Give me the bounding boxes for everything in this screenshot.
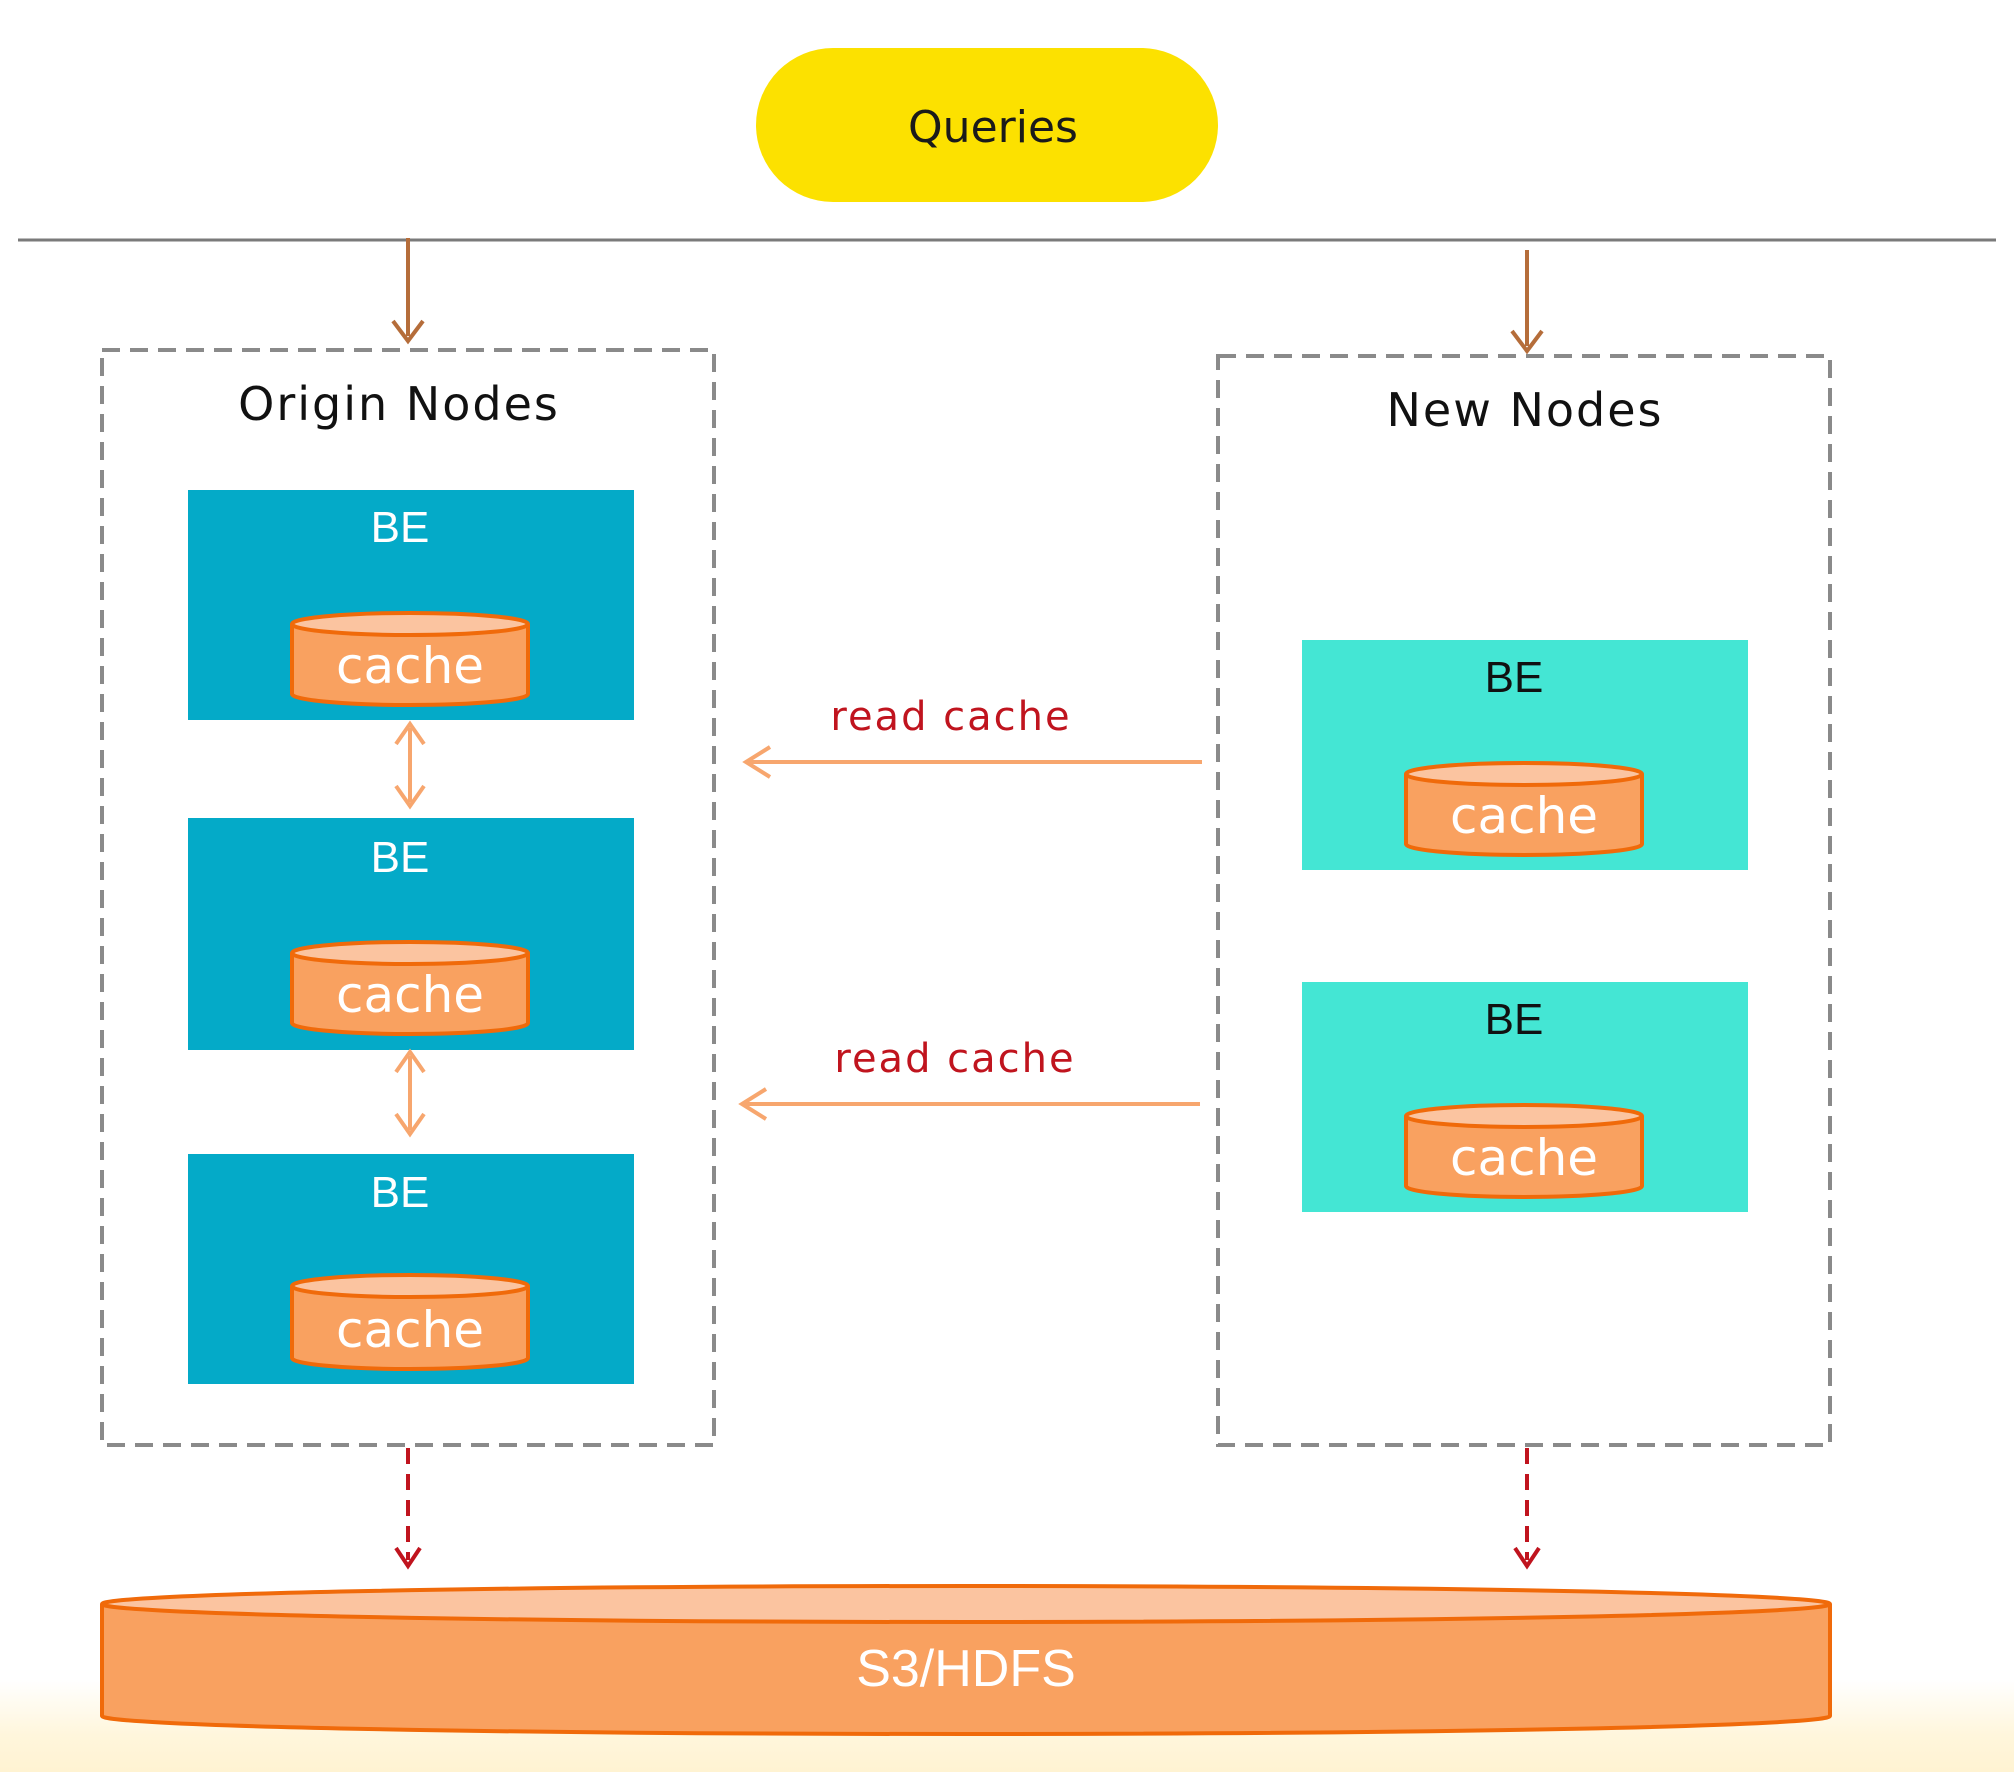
be-label: BE: [1485, 653, 1544, 702]
storage-arrow-new: [1513, 1448, 1541, 1570]
cache-icon: [290, 940, 530, 1036]
read-cache-flow-1: read cache: [742, 694, 1202, 779]
cache-icon: [1404, 761, 1644, 857]
origin-nodes-title: Origin Nodes: [238, 377, 560, 431]
dispatch-arrow-origin: [391, 238, 425, 345]
peer-arrow-1: [394, 720, 426, 810]
be-label: BE: [371, 503, 430, 552]
read-cache-label: read cache: [830, 694, 1071, 740]
read-cache-label: read cache: [834, 1036, 1075, 1082]
cache-label: cache: [1450, 787, 1598, 845]
be-label: BE: [371, 1168, 430, 1217]
cache-label: cache: [336, 1301, 484, 1359]
origin-be-node-1: BE cache: [188, 490, 634, 720]
queries-node: Queries: [756, 48, 1218, 202]
queries-pill: [756, 48, 1218, 202]
storage-arrow-origin: [394, 1448, 422, 1570]
storage-cylinder: [100, 1584, 1832, 1736]
queries-label: Queries: [908, 102, 1078, 153]
new-be-node-1: BE cache: [1302, 640, 1748, 870]
cache-icon: [290, 611, 530, 707]
origin-be-node-2: BE cache: [188, 818, 634, 1050]
cache-label: cache: [336, 637, 484, 695]
be-label: BE: [1485, 995, 1544, 1044]
cache-icon: [290, 1273, 530, 1371]
origin-nodes-group: [100, 348, 716, 1447]
cache-icon: [1404, 1103, 1644, 1199]
new-nodes-title: New Nodes: [1387, 383, 1664, 437]
cache-label: cache: [336, 966, 484, 1024]
storage-label: S3/HDFS: [856, 1640, 1076, 1698]
read-cache-flow-2: read cache: [738, 1036, 1200, 1121]
new-nodes-group: [1216, 354, 1832, 1447]
be-label: BE: [371, 833, 430, 882]
peer-arrow-2: [394, 1048, 426, 1138]
dispatch-arrow-new: [1510, 250, 1544, 355]
new-be-node-2: BE cache: [1302, 982, 1748, 1212]
cache-label: cache: [1450, 1129, 1598, 1187]
origin-be-node-3: BE cache: [188, 1154, 634, 1384]
